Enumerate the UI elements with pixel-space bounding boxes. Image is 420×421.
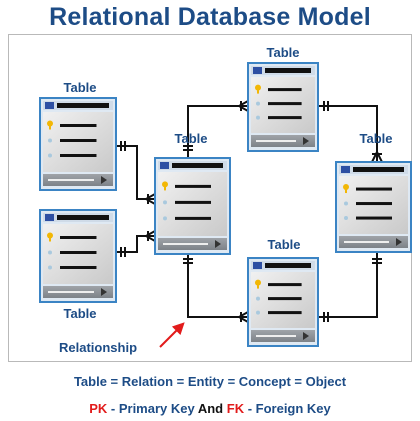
play-arrow-icon [215, 240, 221, 248]
field-line [268, 283, 302, 287]
relationship-line-top-right [318, 105, 378, 162]
field-line [268, 116, 302, 120]
field-line [60, 266, 97, 269]
field-line [175, 200, 211, 204]
window-title-line [57, 103, 109, 108]
play-arrow-icon [101, 288, 107, 296]
table-top-window [247, 62, 319, 152]
field-line [356, 216, 392, 220]
play-arrow-icon [396, 238, 402, 246]
field-dot-icon [256, 115, 260, 120]
field-dot-icon [48, 138, 52, 143]
scroll-track [344, 241, 389, 243]
window-title-line [57, 215, 109, 220]
play-arrow-icon [101, 176, 107, 184]
field-line [60, 124, 97, 127]
field-dot-icon [48, 265, 52, 270]
play-arrow-icon [303, 332, 309, 340]
and-text: And [197, 401, 224, 416]
window-title-line [172, 163, 223, 168]
relationship-arrow [159, 322, 185, 348]
field-dot-icon [344, 216, 348, 221]
window-icon [341, 166, 350, 173]
table-right-window [335, 161, 412, 253]
field-line [356, 187, 392, 191]
window-icon [160, 162, 169, 169]
window-title-line [265, 68, 311, 73]
field-dot-icon [48, 250, 52, 255]
field-dot-icon [344, 201, 348, 206]
field-line [60, 251, 97, 254]
key-icon-stem [49, 237, 51, 242]
field-line [268, 102, 302, 106]
relationship-label: Relationship [59, 340, 137, 355]
table-label-right: Table [360, 131, 393, 146]
window-body [158, 172, 227, 236]
relationship-end-markers [120, 100, 383, 323]
key-icon-stem [257, 284, 259, 289]
key-icon [255, 84, 261, 91]
relationship-lines [116, 105, 378, 318]
relationship-line-lefttop-center [116, 145, 155, 200]
table-label-top: Table [267, 45, 300, 60]
field-line [60, 139, 97, 142]
key-icon [162, 181, 168, 188]
key-icon-stem [257, 89, 259, 94]
tables-group [39, 62, 412, 347]
field-dot-icon [256, 101, 260, 106]
scroll-track [256, 335, 296, 337]
equation-line: Table = Relation = Entity = Concept = Ob… [73, 374, 347, 389]
key-icon [47, 232, 53, 239]
table-left-top-window [39, 97, 117, 191]
key-icon-stem [49, 125, 51, 130]
key-icon-stem [345, 189, 347, 194]
table-label-left-top: Table [64, 80, 97, 95]
page-title: Relational Database Model [49, 3, 371, 31]
field-line [268, 297, 302, 301]
field-dot-icon [48, 153, 52, 158]
table-label-bottom: Table [268, 237, 301, 252]
field-dot-icon [163, 200, 167, 205]
table-label-center: Table [175, 131, 208, 146]
key-legend: PK - Primary Key And FK - Foreign Key [0, 401, 420, 416]
key-icon [343, 184, 349, 191]
window-icon [45, 102, 54, 109]
window-icon [253, 67, 262, 74]
scroll-track [163, 243, 208, 245]
relationship-line-center-top [187, 105, 248, 157]
scroll-track [256, 140, 296, 142]
table-bottom-window [247, 257, 319, 347]
key-icon [255, 279, 261, 286]
field-line [175, 216, 211, 220]
fk-abbreviation: FK [226, 401, 245, 416]
pk-text: - Primary Key [107, 401, 198, 416]
table-left-bottom-window [39, 209, 117, 303]
relationship-line-bottom-right [318, 252, 378, 318]
pk-abbreviation: PK [89, 401, 108, 416]
field-line [356, 202, 392, 206]
key-icon-stem [164, 186, 166, 191]
field-dot-icon [163, 216, 167, 221]
key-icon [47, 120, 53, 127]
field-dot-icon [256, 310, 260, 315]
scroll-track [48, 291, 94, 293]
field-line [268, 311, 302, 315]
window-icon [253, 262, 262, 269]
window-icon [45, 214, 54, 221]
relationship-line-center-bottom [187, 253, 248, 318]
field-line [60, 236, 97, 239]
table-label-left-bottom: Table [64, 306, 97, 321]
field-line [268, 88, 302, 92]
field-line [60, 154, 97, 157]
table-center-window [154, 157, 231, 255]
fk-text: - Foreign Key [244, 401, 331, 416]
window-title-line [353, 167, 404, 172]
play-arrow-icon [303, 137, 309, 145]
field-dot-icon [256, 296, 260, 301]
field-line [175, 184, 211, 188]
window-title-line [265, 263, 311, 268]
scroll-track [48, 179, 94, 181]
